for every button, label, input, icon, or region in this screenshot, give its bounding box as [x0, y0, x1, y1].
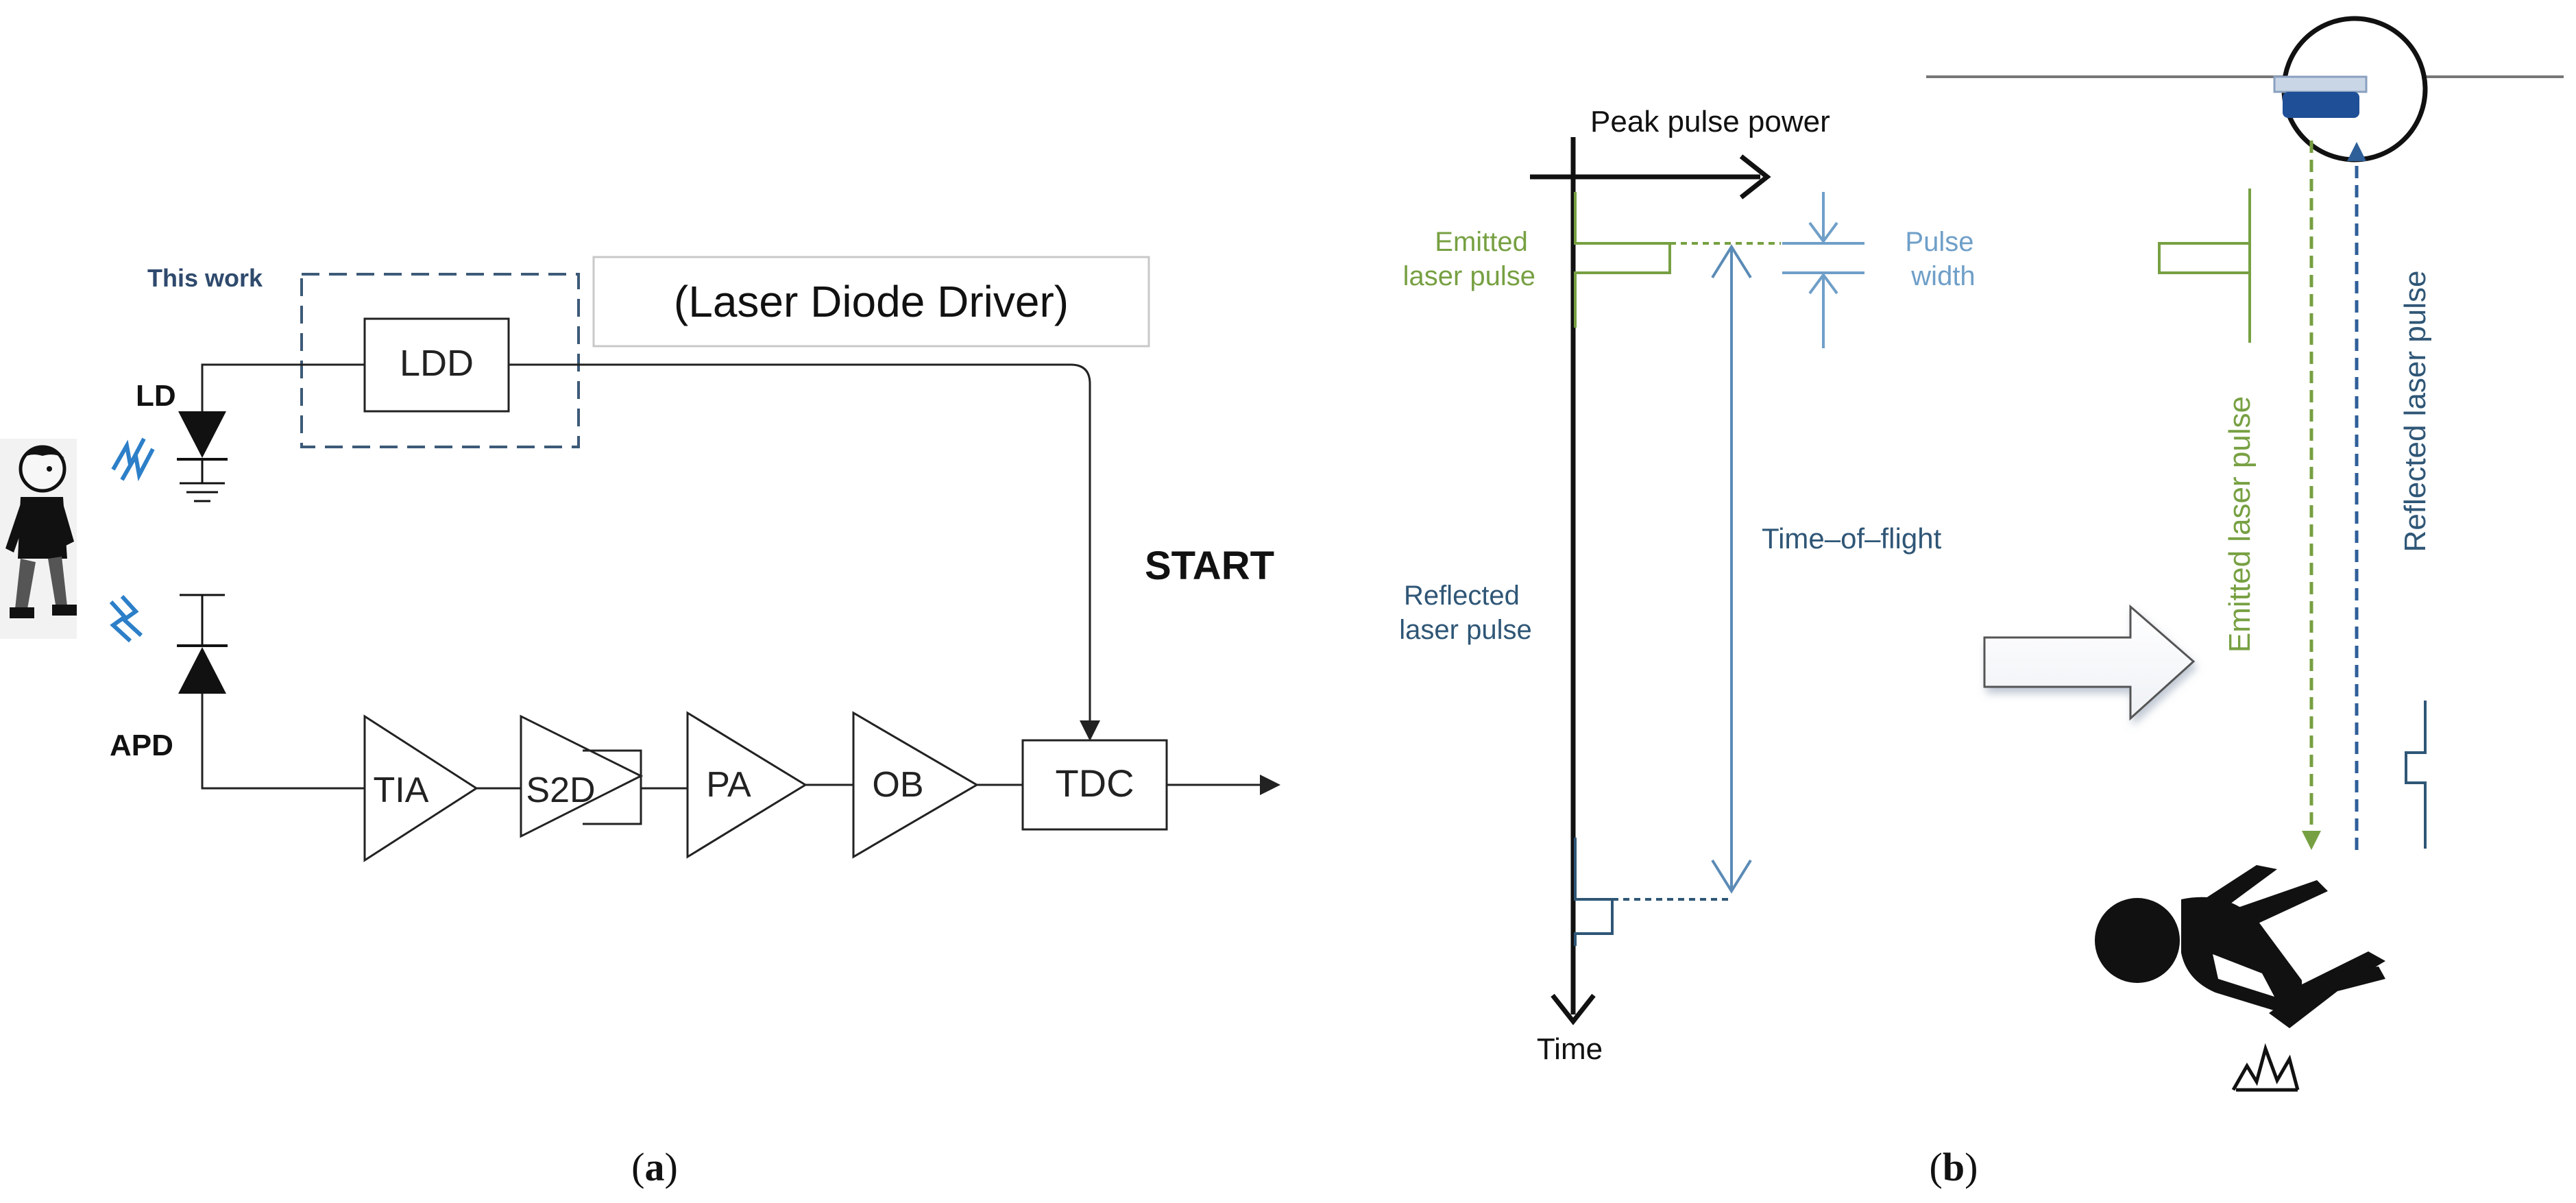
tdc-label: TDC	[1055, 762, 1134, 805]
ob-label: OB	[872, 765, 923, 805]
pa-label: PA	[706, 765, 751, 805]
peak-pulse-power-label: Peak pulse power	[1590, 105, 1830, 138]
emitted-beam-label: Emitted laser pulse	[2223, 396, 2257, 653]
ldd-note-text: (Laser Diode Driver)	[674, 277, 1069, 326]
pulse-width-indicator	[1782, 192, 1864, 348]
laser-diode-icon	[177, 411, 228, 502]
this-work-label: This work	[147, 264, 263, 292]
lidar-sensor-icon	[2273, 16, 2428, 162]
emitted-pulse-shape-right	[2158, 189, 2251, 274]
pa-block	[686, 711, 807, 859]
ldd-block	[363, 317, 510, 413]
caption-b: (b)	[1930, 1145, 1978, 1189]
reflected-beam-arrowhead	[2347, 142, 2366, 161]
s2d-label: S2D	[526, 770, 595, 810]
ld-label: LD	[136, 379, 176, 413]
power-axis-arrowhead	[1739, 154, 1771, 199]
received-light-icon	[109, 594, 143, 643]
wire-apd-tia	[201, 694, 365, 790]
tdc-block	[1021, 739, 1168, 831]
reflected-pulse-label: Reflected laser pulse	[1399, 581, 1531, 645]
apd-label: APD	[110, 729, 173, 762]
ob-block	[852, 711, 979, 859]
tia-block	[363, 714, 478, 862]
emitted-pulse-waveform	[1574, 192, 1671, 328]
pulse-width-label: Pulse width	[1905, 227, 1981, 291]
apd-icon	[177, 594, 228, 694]
ldd-block-label: LDD	[400, 343, 474, 384]
emitted-beam-arrowhead	[2302, 831, 2321, 850]
panel-b: Peak pulse power Time Emitted laser puls…	[1399, 16, 2564, 1189]
walking-child-icon	[0, 439, 77, 639]
time-of-flight-label: Time–of–flight	[1762, 522, 1942, 555]
reflected-pulse-shape-right	[2405, 701, 2427, 849]
ldd-note-box	[592, 256, 1150, 348]
time-label: Time	[1537, 1032, 1603, 1066]
this-work-dashed-box	[300, 273, 580, 448]
start-wire	[509, 363, 1100, 741]
reflected-pulse-waveform	[1574, 838, 1614, 946]
reflected-beam-label: Reflected laser pulse	[2398, 271, 2432, 552]
caption-a: (a)	[631, 1145, 678, 1189]
time-axis-arrowhead	[1551, 993, 1596, 1025]
time-of-flight-arrow	[1711, 244, 1752, 894]
start-label: START	[1145, 544, 1274, 588]
tia-label: TIA	[374, 770, 429, 810]
emitted-pulse-label: Emitted laser pulse	[1403, 227, 1535, 291]
panel-a: This work LDD (Laser Diode Driver) LD	[0, 256, 1280, 1189]
emitted-light-icon	[111, 437, 155, 482]
falling-person-icon	[2095, 865, 2385, 1092]
transition-arrow	[1983, 604, 2196, 721]
wire-ld-ldd	[201, 363, 365, 411]
